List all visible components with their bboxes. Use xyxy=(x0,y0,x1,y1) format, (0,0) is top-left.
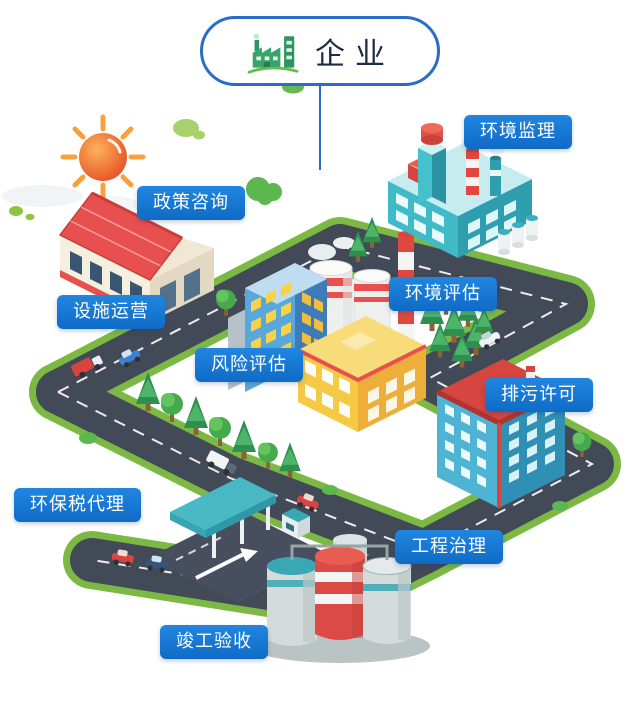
truck-icon xyxy=(206,450,237,476)
label-env-assessment: 环境评估 xyxy=(389,277,497,311)
car-icon xyxy=(111,549,134,567)
factory-icon xyxy=(247,33,299,74)
car-icon xyxy=(296,493,319,512)
car-icon xyxy=(145,555,168,573)
label-engineering-treatment: 工程治理 xyxy=(395,530,503,564)
label-completion-acceptance: 竣工验收 xyxy=(160,625,268,659)
car-icon xyxy=(479,331,501,350)
label-risk-assessment: 风险评估 xyxy=(195,348,303,382)
teal-processing-plant xyxy=(388,123,538,258)
white-silos xyxy=(498,215,538,255)
enterprise-pill: 企业 xyxy=(200,16,440,86)
label-env-tax-agency: 环保税代理 xyxy=(14,488,141,522)
car-icon xyxy=(119,349,141,368)
green-blobs xyxy=(9,80,304,221)
truck-icon xyxy=(70,355,103,378)
sun-icon xyxy=(60,114,146,200)
label-facility-operation: 设施运营 xyxy=(57,295,165,329)
enterprise-title: 企业 xyxy=(315,37,395,72)
vehicles xyxy=(70,331,501,573)
toll-gate-structure xyxy=(148,477,332,603)
central-factory-complex xyxy=(228,217,427,432)
label-policy-consulting: 政策咨询 xyxy=(137,186,245,220)
label-discharge-permit: 排污许可 xyxy=(485,378,593,412)
connector-line xyxy=(319,86,321,170)
label-env-supervision: 环境监理 xyxy=(464,115,572,149)
storage-tanks xyxy=(250,534,430,663)
